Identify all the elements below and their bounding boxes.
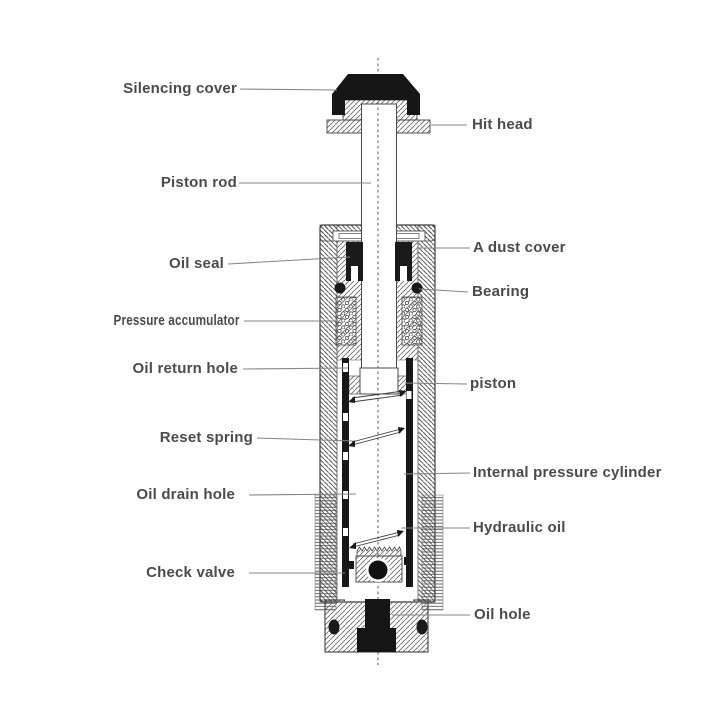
label-oil-return-hole: Oil return hole <box>132 360 238 377</box>
oil-seal <box>346 242 412 281</box>
label-hydraulic-oil: Hydraulic oil <box>473 519 566 536</box>
silencing-cover <box>332 74 420 115</box>
leader-reset-spring <box>256 437 354 442</box>
label-hit-head: Hit head <box>472 116 533 133</box>
piston-rod <box>361 103 397 369</box>
label-check-valve: Check valve <box>146 564 235 581</box>
leader-silencing-cover <box>239 88 338 91</box>
pressure-accumulator <box>335 296 423 346</box>
base-bolts <box>328 619 428 635</box>
label-pressure-accumulator: Pressure accumulator <box>113 312 240 329</box>
oil-drain-hole <box>406 391 412 399</box>
label-oil-seal: Oil seal <box>169 255 224 272</box>
label-piston: piston <box>470 375 517 392</box>
leader-oil-drain-hole <box>248 493 357 496</box>
oil-drain-hole <box>343 452 348 460</box>
leader-bearing <box>418 288 469 293</box>
label-oil-drain-hole: Oil drain hole <box>136 486 235 503</box>
check-valve-ball <box>366 558 390 582</box>
leader-oil-seal <box>227 256 351 265</box>
reset-spring <box>348 390 407 549</box>
piston <box>348 367 410 395</box>
label-reset-spring: Reset spring <box>159 429 253 446</box>
label-internal-pressure-cylinder: Internal pressure cylinder <box>473 464 662 481</box>
label-a-dust-cover: A dust cover <box>473 239 566 256</box>
label-oil-hole: Oil hole <box>474 606 531 623</box>
oil-hole-plug <box>357 599 396 652</box>
oil-drain-hole <box>343 528 348 536</box>
leader-lines <box>227 88 471 616</box>
leader-oil-return-hole <box>242 367 349 370</box>
bearing <box>334 282 423 294</box>
label-silencing-cover: Silencing cover <box>123 80 237 97</box>
oil-drain-hole <box>343 491 348 499</box>
leader-piston <box>404 382 468 385</box>
label-piston-rod: Piston rod <box>160 174 237 191</box>
leader-internal-pressure-cylinder <box>403 472 471 475</box>
label-bearing: Bearing <box>472 283 530 300</box>
mounting-threads <box>314 494 444 611</box>
oil-drain-hole <box>343 413 348 421</box>
